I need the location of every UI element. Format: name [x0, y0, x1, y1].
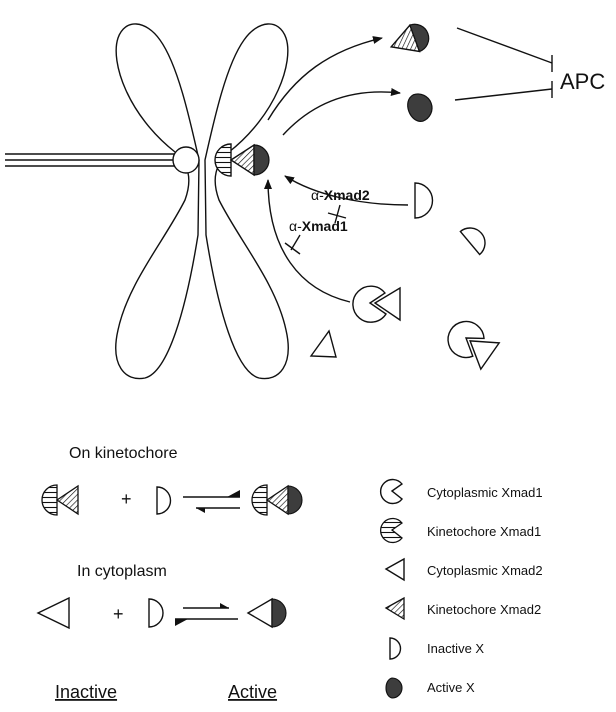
inhibition-to-apc	[455, 28, 552, 100]
equilibrium-arrows-forward	[183, 490, 240, 513]
legend-label-2: Kinetochore Xmad1	[427, 524, 541, 539]
legend-label-6: Active X	[427, 680, 475, 695]
left-kinetochore	[173, 147, 199, 173]
arrow-to-active-x	[283, 92, 400, 135]
legend-label-5: Inactive X	[427, 641, 484, 656]
kinetochore-xmad2-icon	[386, 598, 404, 619]
inactive-x-reactant-2	[149, 599, 163, 627]
legend-label-3: Cytoplasmic Xmad2	[427, 563, 543, 578]
apc-label: APC	[560, 69, 605, 94]
anti-xmad2-label: α-Xmad2	[311, 187, 370, 203]
inactive-x-free-1	[415, 183, 433, 218]
released-active-x	[404, 90, 436, 124]
legend-label-4: Kinetochore Xmad2	[427, 602, 541, 617]
xmad1-xmad2-complex-2	[441, 314, 500, 371]
xmad1-xmad2-complex-1	[353, 286, 400, 322]
equilibrium-arrows-reverse	[175, 603, 238, 626]
equation-kinetochore: +	[42, 485, 302, 515]
kinetochore-xmad1-icon	[381, 519, 402, 543]
active-x-icon	[386, 678, 402, 698]
in-cytoplasm-title: In cytoplasm	[77, 563, 167, 580]
inactive-x-icon	[390, 638, 401, 659]
cytoplasmic-xmad2-icon	[386, 559, 404, 580]
inactive-x-reactant	[157, 487, 171, 514]
arrow-to-upper-complex	[268, 38, 382, 120]
active-label: Active	[228, 682, 277, 702]
kinetochore-complex	[215, 144, 269, 176]
kinetochore-complex-active	[252, 485, 302, 515]
chromatid-left	[116, 24, 199, 379]
legend: Cytoplasmic Xmad1 Kinetochore Xmad1 Cyto…	[381, 480, 543, 698]
cytoplasmic-xmad2-reactant	[38, 598, 69, 628]
plus-sign-2: +	[113, 604, 124, 624]
free-cytoplasmic-xmad2	[311, 331, 336, 357]
anti-xmad1-label: α-Xmad1	[289, 218, 348, 234]
cytoplasmic-xmad1-icon	[381, 480, 402, 504]
released-xmad2-active-x	[386, 20, 432, 60]
chromosome	[5, 24, 288, 379]
chromatid-right	[205, 24, 288, 379]
equation-cytoplasm: +	[38, 598, 286, 628]
block-xmad1-bar	[285, 243, 300, 254]
on-kinetochore-title: On kinetochore	[69, 445, 178, 462]
inactive-label: Inactive	[55, 682, 117, 702]
cytoplasmic-complex-active	[248, 599, 286, 627]
kinetochore-complex-inactive	[42, 485, 78, 515]
legend-label-1: Cytoplasmic Xmad1	[427, 485, 543, 500]
inactive-x-free-2	[460, 222, 491, 255]
plus-sign: +	[121, 489, 132, 509]
